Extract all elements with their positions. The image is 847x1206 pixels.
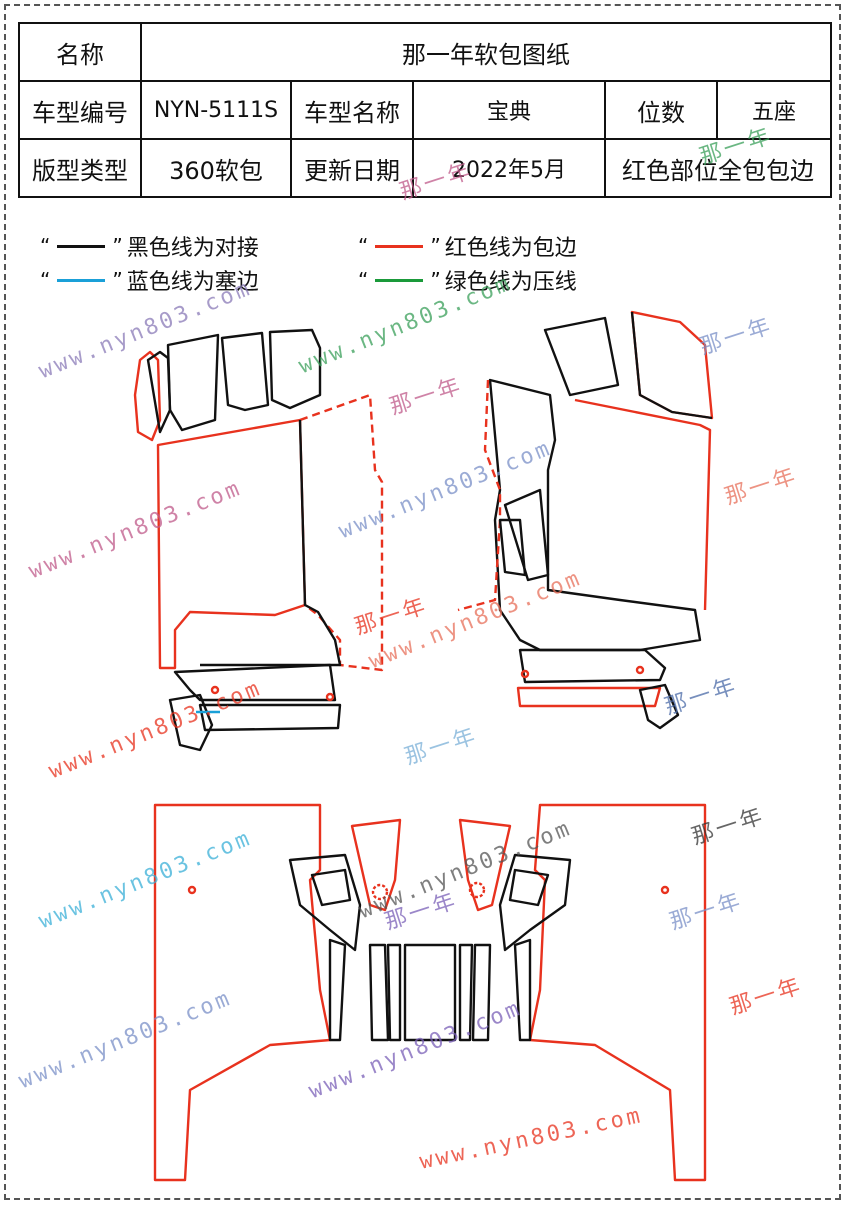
rear-right-wing xyxy=(508,868,550,907)
legend-green: “” 绿色线为压线 xyxy=(358,264,577,296)
legend-black-swatch xyxy=(57,244,106,248)
model-code-label: 车型编号 xyxy=(18,80,142,140)
legend-red: “” 红色线为包边 xyxy=(358,230,577,262)
title-block-table: 名称 那一年软包图纸 车型编号 NYN-5111S 车型名称 宝典 位数 五座 … xyxy=(18,22,833,198)
seats-value: 五座 xyxy=(715,80,833,140)
rear-right-side-tail xyxy=(513,938,532,1042)
left-upper-panel-2 xyxy=(220,331,270,412)
rear-left-strip-2 xyxy=(386,943,402,1042)
left-upper-panel-3 xyxy=(268,328,322,410)
right-cushion-strip xyxy=(516,686,662,708)
model-code-value: NYN-5111S xyxy=(140,80,292,140)
dashed-page-border xyxy=(4,4,841,1200)
pattern-type-label: 版型类型 xyxy=(18,138,142,198)
model-row: 车型编号 NYN-5111S 车型名称 宝典 位数 五座 xyxy=(18,80,833,140)
left-headrest-outline xyxy=(133,350,162,442)
right-back-outer xyxy=(457,379,502,612)
right-marker-1 xyxy=(520,669,530,679)
rear-right-bolster xyxy=(498,853,572,952)
rear-right-strip-2 xyxy=(471,943,492,1042)
rear-center-left-marker xyxy=(371,883,389,901)
rear-center-panel xyxy=(403,943,457,1042)
legend-blue-swatch xyxy=(57,278,106,282)
legend-green-swatch xyxy=(375,278,424,282)
right-upper-panel-2-inner xyxy=(630,311,713,420)
type-row: 版型类型 360软包 更新日期 2022年5月 红色部位全包包边 xyxy=(18,138,833,198)
left-marker-2 xyxy=(325,692,335,702)
model-name-value: 宝典 xyxy=(412,80,606,140)
seats-label: 位数 xyxy=(604,80,718,140)
right-marker-2 xyxy=(635,665,645,675)
right-cushion-top xyxy=(518,648,667,684)
rear-left-strip-1 xyxy=(368,943,390,1042)
legend-black: “” 黑色线为对接 xyxy=(40,230,259,262)
left-upper-panel-1 xyxy=(166,333,220,432)
rear-left-bolster xyxy=(288,853,362,952)
left-back-black-edge xyxy=(200,419,342,667)
right-side-bolster xyxy=(638,683,680,730)
right-inner-piece-2 xyxy=(498,518,527,577)
legend-blue: “” 蓝色线为塞边 xyxy=(40,264,259,296)
pattern-type-value: 360软包 xyxy=(140,138,292,198)
left-side-bolster xyxy=(168,693,214,752)
rear-left-wing xyxy=(310,868,352,907)
rear-center-left xyxy=(350,818,402,912)
rear-right-strip-1 xyxy=(458,943,474,1042)
right-inner-piece-1 xyxy=(503,488,550,582)
legend-green-text: 绿色线为压线 xyxy=(444,270,577,295)
left-front-seat-pieces xyxy=(133,328,384,752)
left-cushion-strip xyxy=(198,703,342,732)
coverage-note: 红色部位全包包边 xyxy=(603,138,833,198)
name-label: 名称 xyxy=(18,22,142,82)
model-name-label: 车型名称 xyxy=(290,80,414,140)
left-back-inner xyxy=(299,393,384,672)
drawing-title: 那一年软包图纸 xyxy=(139,22,833,82)
left-marker-1 xyxy=(210,685,220,695)
title-row: 名称 那一年软包图纸 xyxy=(18,22,833,82)
legend-red-swatch xyxy=(375,244,424,248)
legend-blue-text: 蓝色线为塞边 xyxy=(126,270,259,295)
left-cushion-top xyxy=(173,663,337,702)
rear-right-back xyxy=(528,803,707,1182)
rear-bench-pieces xyxy=(153,803,707,1182)
right-back-main xyxy=(488,378,702,652)
update-date-label: 更新日期 xyxy=(290,138,414,198)
rear-center-right xyxy=(458,818,512,912)
update-date-value: 2022年5月 xyxy=(412,138,606,198)
rear-left-side-tail xyxy=(328,938,347,1042)
left-back-main xyxy=(156,418,307,670)
rear-left-marker xyxy=(187,885,197,895)
legend-black-text: 黑色线为对接 xyxy=(126,236,259,261)
rear-right-marker xyxy=(660,885,670,895)
right-back-side xyxy=(574,398,712,611)
legend-red-text: 红色线为包边 xyxy=(444,236,577,261)
right-front-seat-pieces xyxy=(457,310,714,730)
right-upper-panel-1 xyxy=(543,316,620,397)
rear-center-right-marker xyxy=(468,881,486,899)
